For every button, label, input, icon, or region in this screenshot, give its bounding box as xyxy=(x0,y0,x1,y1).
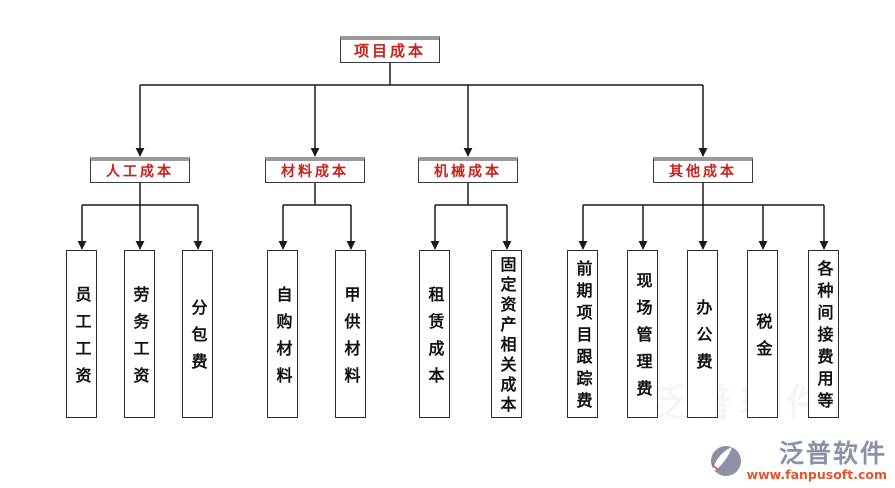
node-label: 各种间接费用等 xyxy=(814,260,834,414)
node-labor-cost: 人工成本 xyxy=(90,157,190,183)
node-label: 固定资产相关成本 xyxy=(497,256,517,416)
node-subcontract-fee: 分包费 xyxy=(182,250,213,418)
node-tax: 税金 xyxy=(747,250,778,418)
node-label: 租赁成本 xyxy=(425,285,445,394)
node-machinery-cost: 机械成本 xyxy=(418,157,518,183)
node-self-purchased-materials: 自购材料 xyxy=(267,250,298,418)
node-early-project-tracking-fee: 前期项目跟踪费 xyxy=(567,250,598,418)
node-misc-indirect-fees: 各种间接费用等 xyxy=(808,250,839,418)
node-label: 机械成本 xyxy=(434,163,502,180)
node-label: 材料成本 xyxy=(281,163,349,180)
node-label: 其他成本 xyxy=(669,163,737,180)
node-fixed-asset-related-cost: 固定资产相关成本 xyxy=(491,250,522,418)
node-labor-service-wages: 劳务工资 xyxy=(124,250,155,418)
node-label: 办公费 xyxy=(693,299,713,380)
node-label: 甲供材料 xyxy=(341,285,361,394)
node-label: 自购材料 xyxy=(273,285,293,394)
node-other-cost: 其他成本 xyxy=(653,157,753,183)
brand-name: 泛普软件 xyxy=(778,439,887,468)
node-label: 税金 xyxy=(753,312,773,367)
node-rental-cost: 租赁成本 xyxy=(419,250,450,418)
node-label: 员工工资 xyxy=(72,285,92,394)
fanpu-swirl-logo-icon xyxy=(710,446,741,476)
node-label: 项目成本 xyxy=(353,41,426,60)
node-owner-supplied-materials: 甲供材料 xyxy=(335,250,366,418)
node-label: 劳务工资 xyxy=(130,285,150,394)
node-employee-wages: 员工工资 xyxy=(66,250,97,418)
node-material-cost: 材料成本 xyxy=(265,157,365,183)
node-label: 前期项目跟踪费 xyxy=(573,260,593,414)
brand-watermark: 泛普软件 www.fanpusoft.com xyxy=(705,440,887,482)
node-site-management-fee: 现场管理费 xyxy=(627,250,658,418)
node-office-fee: 办公费 xyxy=(687,250,718,418)
node-label: 现场管理费 xyxy=(633,272,653,407)
node-label: 人工成本 xyxy=(106,163,174,180)
brand-url: www.fanpusoft.com xyxy=(746,466,887,482)
node-project-cost: 项目成本 xyxy=(340,36,440,63)
node-label: 分包费 xyxy=(188,299,208,380)
